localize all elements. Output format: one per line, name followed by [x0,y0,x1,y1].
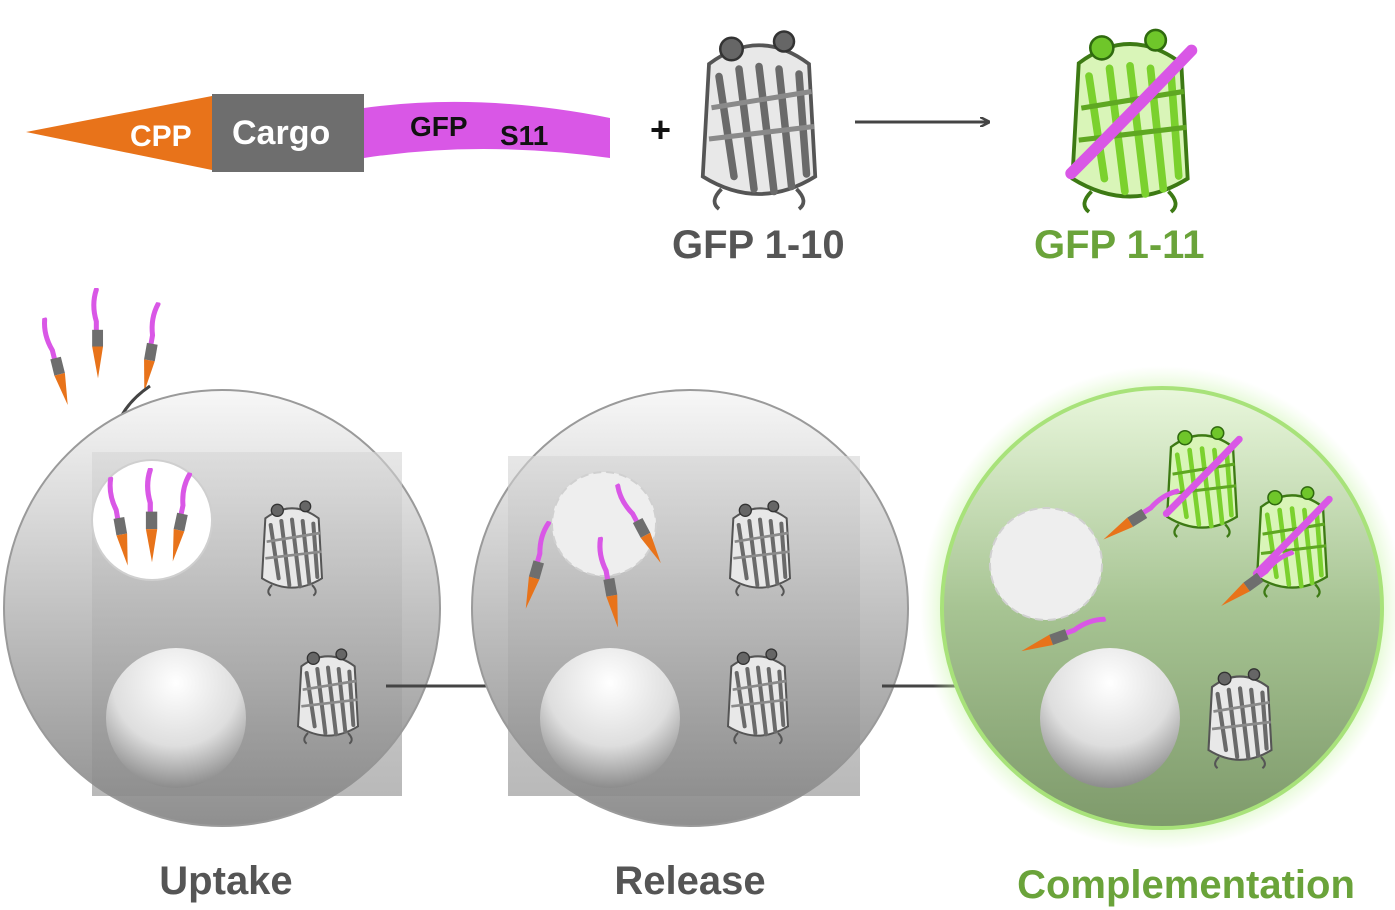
nucleus [1040,648,1180,788]
peptide [139,303,165,392]
cpp-segment [26,96,212,170]
ruptured-endosome [551,471,657,577]
stage-label-uptake: Uptake [159,859,292,903]
nucleus [540,648,680,788]
gfp-1-10-structure [730,501,790,596]
gfp-1-10-structure [728,649,788,744]
gfp-1-11-structure [1256,487,1329,597]
nucleus [106,648,246,788]
cell-uptake [3,389,441,827]
gfp-s11-segment [364,101,610,158]
cell-complementation [920,366,1395,850]
peptide [92,290,103,379]
gfp-1-10-structure [298,649,358,744]
cell-release [471,389,909,827]
cargo-segment [212,94,364,172]
gfp-1-10-structure [703,32,816,210]
gfp-1-10-label: GFP 1-10 [672,223,845,267]
s11-label: S11 [500,120,548,151]
gfp-1-11-structure [1071,30,1191,212]
cpp-label: CPP [130,120,192,153]
cargo-label: Cargo [232,114,330,152]
stage-label-release: Release [614,859,765,903]
gfp-label: GFP [410,111,468,142]
gfp-1-11-label: GFP 1-11 [1034,223,1204,267]
stage-label-complementation: Complementation [1017,863,1355,907]
peptide [41,318,73,407]
plus-sign: + [650,109,671,150]
construct: CPP Cargo GFP S11 [26,94,610,172]
ruptured-endosome [989,507,1103,621]
gfp-1-10-structure [262,501,322,596]
gfp-1-10-structure [1209,669,1272,768]
gfp-1-11-structure [1166,427,1239,537]
